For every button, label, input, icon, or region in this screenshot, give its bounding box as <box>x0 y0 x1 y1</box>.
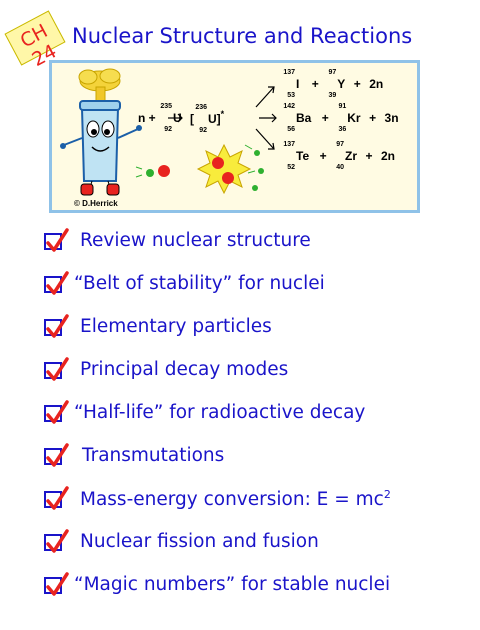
checklist-item: “Half-life” for radioactive decay <box>44 400 474 430</box>
checkmark-icon <box>46 443 69 467</box>
checklist-item: “Magic numbers” for stable nuclei <box>44 572 474 602</box>
checkmark-icon <box>46 572 69 596</box>
checkbox[interactable] <box>44 228 69 252</box>
checkbox[interactable] <box>44 314 69 338</box>
product-mass: 91 <box>338 103 347 110</box>
checklist-item: Transmutations <box>44 443 474 473</box>
product-mass: 97 <box>328 69 337 76</box>
checklist-item: Nuclear fission and fusion <box>44 529 474 559</box>
checkmark-icon <box>46 529 69 553</box>
u235-number: 92 <box>164 126 173 133</box>
u236-symbol: U <box>208 111 217 126</box>
checklist-label: “Belt of stability” for nuclei <box>74 273 325 294</box>
product-symbol: I <box>296 77 300 91</box>
checklist-item: Principal decay modes <box>44 357 474 387</box>
checkmark-icon <box>46 271 69 295</box>
exponent: 2 <box>383 488 391 501</box>
checklist-label: Principal decay modes <box>80 359 289 380</box>
checkbox[interactable] <box>44 572 69 596</box>
checkbox[interactable] <box>44 357 69 381</box>
checklist-label: Mass-energy conversion: E = mc2 <box>80 488 391 510</box>
neutron-nucleus-icon <box>135 165 170 178</box>
checklist-label: “Magic numbers” for stable nuclei <box>74 574 391 595</box>
checkbox[interactable] <box>44 529 69 553</box>
u235-symbol: U <box>173 111 182 125</box>
product-number: 40 <box>336 164 345 171</box>
mushroom-cloud-icon <box>78 68 121 102</box>
product-symbol: Zr <box>345 149 358 163</box>
checkmark-icon <box>46 228 69 252</box>
excited-mark: * <box>220 109 225 119</box>
product-symbol: Te <box>296 149 310 163</box>
u235-mass: 235 <box>160 103 173 110</box>
u236-mass: 236 <box>195 103 207 111</box>
reactant-text: n + <box>138 111 160 126</box>
u236-number: 92 <box>199 126 207 134</box>
product-number: 52 <box>287 164 295 171</box>
checkmark-icon <box>46 314 69 338</box>
checkbox[interactable] <box>44 271 69 295</box>
flask-character-icon <box>60 100 142 196</box>
checklist-label: Review nuclear structure <box>80 230 311 251</box>
product-mass: 97 <box>336 141 345 148</box>
checkmark-icon <box>46 357 69 381</box>
checklist-label: Transmutations <box>82 445 225 466</box>
checklist-item: Review nuclear structure <box>44 228 474 258</box>
product-number: 36 <box>338 126 347 133</box>
product-symbol: Ba <box>296 111 312 125</box>
product-mass: 137 <box>283 141 295 148</box>
product-mass: 137 <box>283 69 295 76</box>
checkmark-icon <box>46 400 69 424</box>
checklist-label: Elementary particles <box>80 316 272 337</box>
image-credit: © D.Herrick <box>74 199 118 208</box>
checklist-item: Elementary particles <box>44 314 474 344</box>
product-number: 39 <box>328 92 337 99</box>
checklist-label: Nuclear fission and fusion <box>80 531 319 552</box>
page-title: Nuclear Structure and Reactions <box>72 24 413 48</box>
product-neutrons: 2n <box>380 149 395 164</box>
product-symbol: Y <box>337 77 346 91</box>
checklist-item: “Belt of stability” for nuclei <box>44 271 474 301</box>
chapter-badge: CH 24 <box>4 10 66 71</box>
explosion-icon <box>196 143 264 195</box>
checkbox[interactable] <box>44 486 69 510</box>
product-neutrons: 3n <box>384 111 399 126</box>
checkbox[interactable] <box>44 443 69 467</box>
checklist-label: “Half-life” for radioactive decay <box>74 402 366 423</box>
product-number: 56 <box>287 126 295 133</box>
reaction-arrows <box>168 86 277 150</box>
fission-drawing <box>60 68 277 196</box>
product-mass: 142 <box>283 103 295 110</box>
product-neutrons: 2n <box>369 77 384 92</box>
checkmark-icon <box>46 486 69 510</box>
checkbox[interactable] <box>44 400 69 424</box>
product-number: 53 <box>287 92 295 99</box>
product-symbol: Kr <box>347 111 361 125</box>
checklist-item: Mass-energy conversion: E = mc2 <box>44 486 474 516</box>
checklist-label-text: Mass-energy conversion: E = mc <box>80 489 384 511</box>
